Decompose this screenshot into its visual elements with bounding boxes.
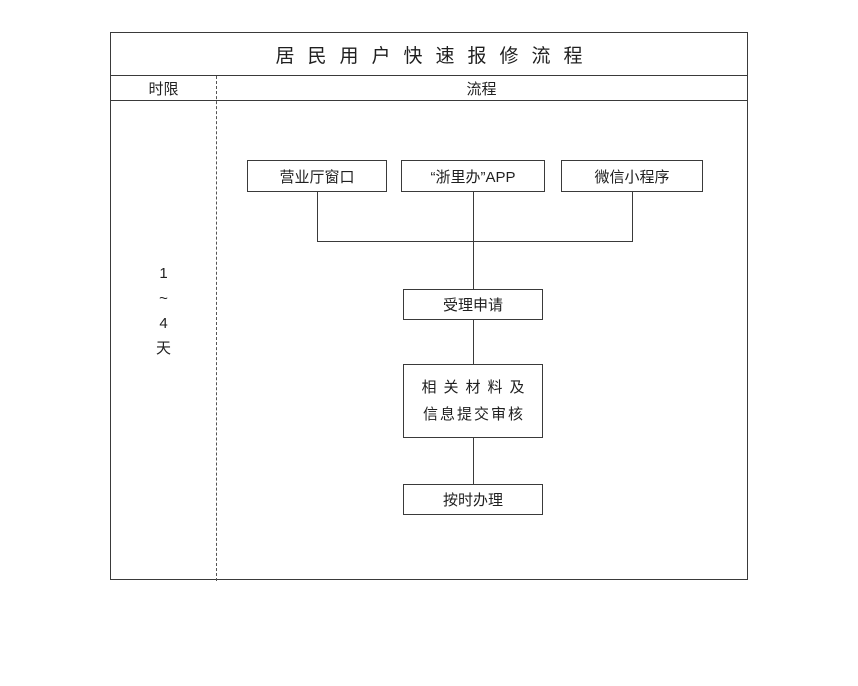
- step-box-label-line1: 相关材料及: [421, 379, 532, 396]
- source-box-label: 微信小程序: [594, 168, 670, 186]
- source-box-business-hall-window: 营业厅窗口: [247, 160, 387, 192]
- connector-line: [473, 438, 474, 484]
- step-box-label: 受理申请: [442, 297, 503, 314]
- time-limit-char: 1: [159, 265, 168, 282]
- column-divider-dashed-line: [216, 76, 217, 581]
- source-box-label: 营业厅窗口: [279, 168, 355, 186]
- header-time-limit: 时限: [148, 80, 179, 98]
- connector-merge-line: [317, 241, 633, 242]
- time-limit-value: 1 ~ 4 天: [111, 261, 216, 361]
- source-box-label: “浙里办”APP: [430, 168, 516, 186]
- time-limit-char: 天: [155, 340, 171, 357]
- connector-line: [473, 241, 474, 289]
- connector-line: [473, 320, 474, 364]
- page-title: 居民用户快速报修流程: [111, 33, 747, 76]
- time-limit-char: 4: [159, 315, 168, 332]
- connector-line: [317, 192, 318, 241]
- step-box-accept-application: 受理申请: [403, 289, 543, 320]
- header-process: 流程: [466, 80, 497, 98]
- connector-line: [473, 192, 474, 241]
- source-box-zheliban-app: “浙里办”APP: [401, 160, 545, 192]
- connector-line: [632, 192, 633, 241]
- time-limit-char: ~: [159, 290, 168, 307]
- flowchart-frame: 居民用户快速报修流程 时限 流程 1 ~ 4 天 营业厅窗口 “浙里办”APP …: [110, 32, 748, 581]
- step-box-timely-handling: 按时办理: [403, 484, 543, 515]
- step-box-label: 按时办理: [442, 492, 503, 509]
- step-box-label-line2: 信息提交审核: [422, 406, 525, 423]
- source-box-wechat-miniprogram: 微信小程序: [561, 160, 703, 192]
- step-box-materials-review: 相关材料及 信息提交审核: [403, 364, 543, 438]
- header-row: 时限 流程: [111, 76, 747, 101]
